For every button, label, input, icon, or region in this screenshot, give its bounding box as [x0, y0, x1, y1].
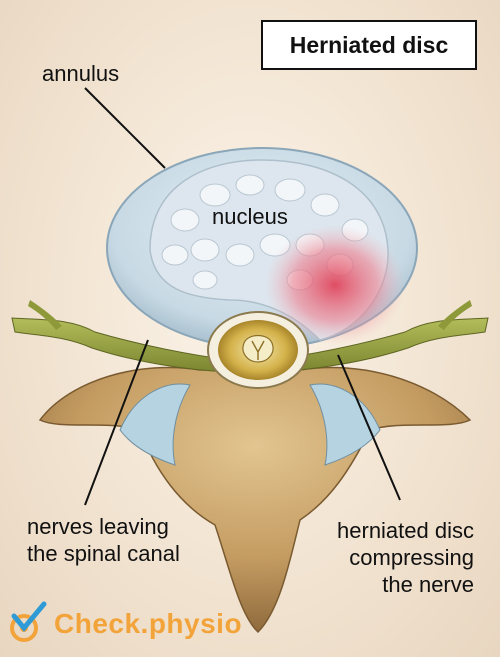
- herniation-inflammation: [265, 225, 405, 345]
- herniated-label: herniated disc compressing the nerve: [337, 517, 474, 598]
- annulus-leader: [84, 87, 166, 169]
- logo-text: Check.physio: [54, 608, 243, 639]
- vertebra-arch: [38, 366, 472, 634]
- title-box: Herniated disc: [261, 20, 477, 70]
- disc: [106, 147, 418, 349]
- herniated-leader: [337, 354, 401, 501]
- logo: Check.physio: [8, 604, 242, 644]
- spinal-nerves: [11, 300, 489, 373]
- nerves-label: nerves leaving the spinal canal: [27, 513, 180, 567]
- nerves-label-line1: nerves leaving: [27, 514, 169, 539]
- herniated-label-line1: herniated disc: [337, 518, 474, 543]
- spinal-canal: [207, 311, 309, 389]
- leader-lines: [84, 87, 401, 506]
- nerves-leader: [84, 339, 149, 506]
- nucleus-label: nucleus: [212, 204, 288, 229]
- annulus-label: annulus: [42, 61, 120, 86]
- checkmark-icon: [10, 601, 47, 642]
- herniated-label-line3: the nerve: [382, 572, 474, 597]
- herniated-label-line2: compressing: [349, 545, 474, 570]
- nerves-label-line2: the spinal canal: [27, 541, 180, 566]
